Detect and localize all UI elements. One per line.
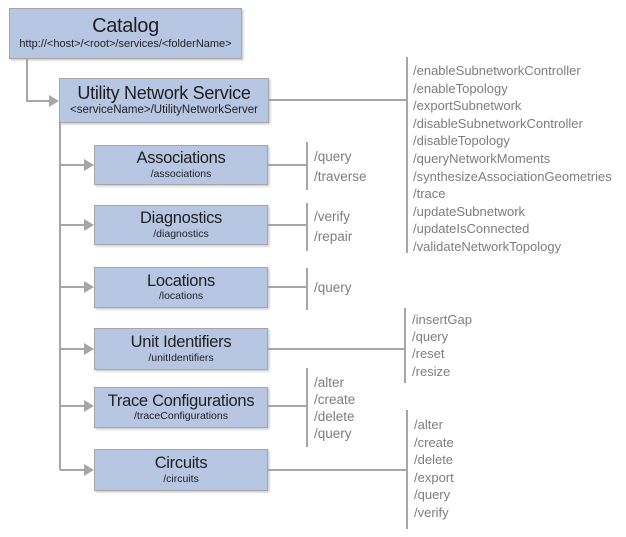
endpoint-list-unit-identifiers: /insertGap /query /reset /resize [412,311,472,380]
endpoint-list-circuits: /alter /create /delete /export /query /v… [414,416,454,521]
endpoint-item: /enableSubnetworkController [413,63,581,78]
connector-unit-identifiers-endpoints [268,348,405,350]
endpoint-item: /resize [412,363,451,379]
node-title: Associations [136,149,226,168]
endpoint-item: /export [414,469,454,485]
connector-circuits-endpoints [268,469,406,471]
endpoint-item: /repair [314,229,353,244]
connector-branch-unit-identifiers [60,348,85,350]
endpoint-item: /query [314,426,352,441]
connector-service-endpoints [269,99,407,101]
endpoint-item: /query [412,329,449,345]
node-subtitle: /locations [158,290,204,303]
endpoint-item: /exportSubnetwork [413,98,522,114]
arrowhead-icon [84,343,94,355]
endpoint-item: /query [314,149,352,164]
node-catalog: Catalog http://<host>/<root>/services/<f… [9,8,242,59]
endpoint-list-associations: /query /traverse [314,147,367,187]
endpoint-item: /query [414,487,451,502]
node-circuits: Circuits /circuits [94,449,268,491]
endpoint-item: /alter [314,375,345,390]
endpoint-item: /traverse [314,169,367,184]
endpoint-item: /create [414,434,454,450]
endpoint-item: /enableTopology [413,80,508,96]
node-subtitle: <serviceName>/UtilityNetworkServer [70,103,258,116]
endpoint-list-rule [306,368,308,447]
node-subtitle: /diagnostics [153,227,209,240]
node-title: Locations [147,271,215,290]
node-subtitle: /associations [150,167,212,180]
arrowhead-icon [84,281,94,293]
endpoint-list-service: /enableSubnetworkController /enableTopol… [413,62,612,256]
node-locations: Locations /locations [94,267,268,308]
endpoint-item: /verify [314,209,351,224]
endpoint-list-rule [306,142,308,190]
endpoint-item: /queryNetworkMoments [413,150,551,166]
endpoint-list-rule [306,268,308,310]
arrowhead-icon [84,159,94,171]
connector-diagnostics-endpoints [268,224,306,226]
endpoint-item: /query [314,280,352,295]
node-title: Catalog [92,15,159,38]
endpoint-item: /insertGap [412,312,472,327]
node-trace-configurations: Trace Configurations /traceConfiguration… [94,387,268,428]
connector-associations-endpoints [268,164,306,166]
endpoint-item: /reset [412,346,445,362]
endpoint-item: /alter [414,417,443,432]
arrowhead-icon [84,464,94,476]
node-subtitle: http://<host>/<root>/services/<folderNam… [19,37,232,50]
endpoint-list-diagnostics: /verify /repair [314,207,352,247]
endpoint-list-rule [306,203,308,251]
endpoint-item: /trace [413,186,446,202]
connector-branch-associations [60,164,85,166]
connector-trace-configurations-endpoints [268,405,306,407]
endpoint-item: /validateNetworkTopology [413,238,562,254]
endpoint-item: /verify [414,504,449,520]
endpoint-list-trace-configurations: /alter /create /delete /query [314,374,355,442]
node-subtitle: /unitIdentifiers [148,351,214,364]
arrowhead-icon [84,400,94,412]
endpoint-list-rule [406,57,408,253]
endpoint-item: /create [314,392,356,407]
connector-branch-trace-configurations [60,405,85,407]
endpoint-item: /disableTopology [413,133,510,149]
arrowhead-icon [84,219,94,231]
connector-catalog-drop [26,59,28,101]
node-utility-network-service: Utility Network Service <serviceName>/Ut… [59,78,269,123]
endpoint-item: /delete [414,452,454,467]
connector-catalog-horizontal [26,100,50,102]
endpoint-item: /delete [314,409,355,424]
node-unit-identifiers: Unit Identifiers /unitIdentifiers [94,328,268,370]
endpoint-item: /synthesizeAssociationGeometries [413,168,612,184]
node-title: Utility Network Service [77,83,251,104]
node-title: Unit Identifiers [130,333,232,352]
connector-branch-locations [60,286,85,288]
connector-trunk [59,123,61,470]
node-title: Trace Configurations [107,391,255,410]
endpoint-item: /disableSubnetworkController [413,115,583,131]
node-associations: Associations /associations [94,145,268,185]
node-title: Circuits [154,454,208,473]
node-title: Diagnostics [140,209,222,228]
node-diagnostics: Diagnostics /diagnostics [94,205,268,245]
endpoint-list-rule [404,308,406,383]
node-subtitle: /traceConfigurations [134,410,228,423]
node-subtitle: /circuits [163,472,199,485]
endpoint-item: /updateSubnetwork [413,203,526,219]
endpoint-item: /updateIsConnected [413,221,530,237]
connector-branch-circuits [60,469,85,471]
endpoint-list-rule [406,410,408,529]
connector-branch-diagnostics [60,224,85,226]
arrowhead-icon [49,95,59,107]
endpoint-list-locations: /query [314,278,352,298]
connector-locations-endpoints [268,286,306,288]
